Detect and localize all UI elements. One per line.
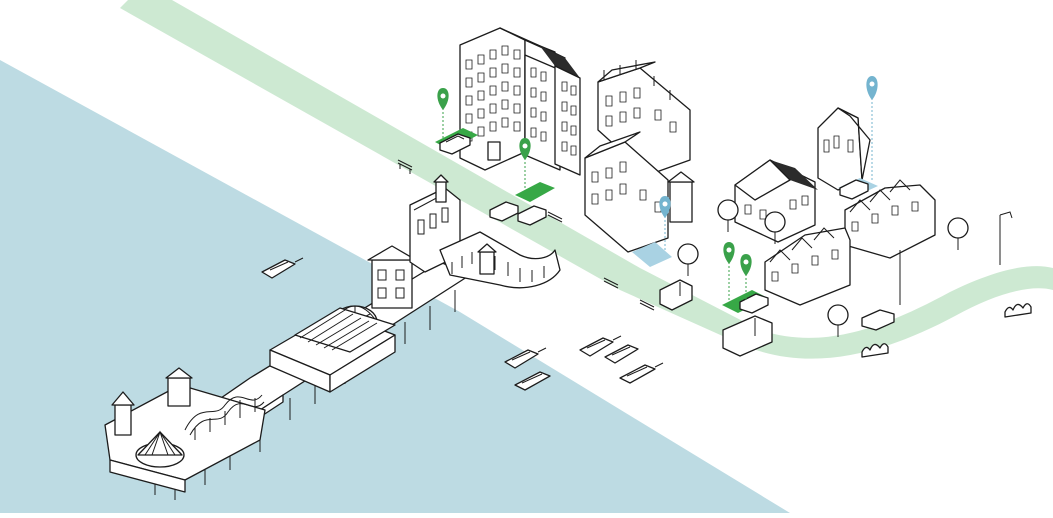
map-pin-icon[interactable]: [659, 196, 671, 252]
tree: [948, 218, 968, 250]
car: [490, 202, 518, 221]
van: [660, 280, 692, 310]
parking-bay-green: [515, 182, 555, 202]
boat: [515, 372, 550, 390]
map-pins[interactable]: [437, 76, 878, 300]
vehicles: [440, 134, 894, 356]
boat: [262, 258, 303, 278]
boat: [505, 348, 546, 368]
tree: [718, 200, 738, 232]
boat: [620, 363, 663, 383]
benches: [398, 160, 654, 310]
car: [840, 180, 868, 199]
tree: [765, 212, 785, 244]
boat: [580, 336, 621, 356]
tree: [678, 244, 698, 276]
map-pin-icon[interactable]: [519, 138, 531, 190]
promenade-road: [120, 0, 1053, 359]
boats: [262, 258, 663, 390]
car: [862, 310, 894, 330]
terrace-row-middle: [585, 132, 694, 252]
map-pin-icon[interactable]: [723, 242, 735, 300]
street-lamp: [1000, 212, 1012, 265]
trees: [678, 200, 968, 337]
tree: [828, 305, 848, 337]
boat: [605, 345, 638, 363]
detached-house: [735, 160, 818, 242]
car: [740, 294, 768, 313]
van: [723, 316, 772, 356]
car: [518, 206, 546, 225]
tall-narrow-house: [818, 108, 870, 190]
hedge: [1005, 304, 1031, 317]
terrace-row-right: [845, 180, 935, 258]
car: [440, 134, 470, 154]
parking-bay-blue: [632, 242, 672, 267]
pier: [105, 175, 560, 500]
map-pin-icon[interactable]: [866, 76, 878, 182]
map-pin-icon[interactable]: [740, 254, 752, 300]
terrace-row-lower: [765, 228, 850, 305]
grand-building: [460, 28, 580, 175]
map-pin-icon[interactable]: [437, 88, 449, 138]
hedge: [862, 344, 888, 357]
